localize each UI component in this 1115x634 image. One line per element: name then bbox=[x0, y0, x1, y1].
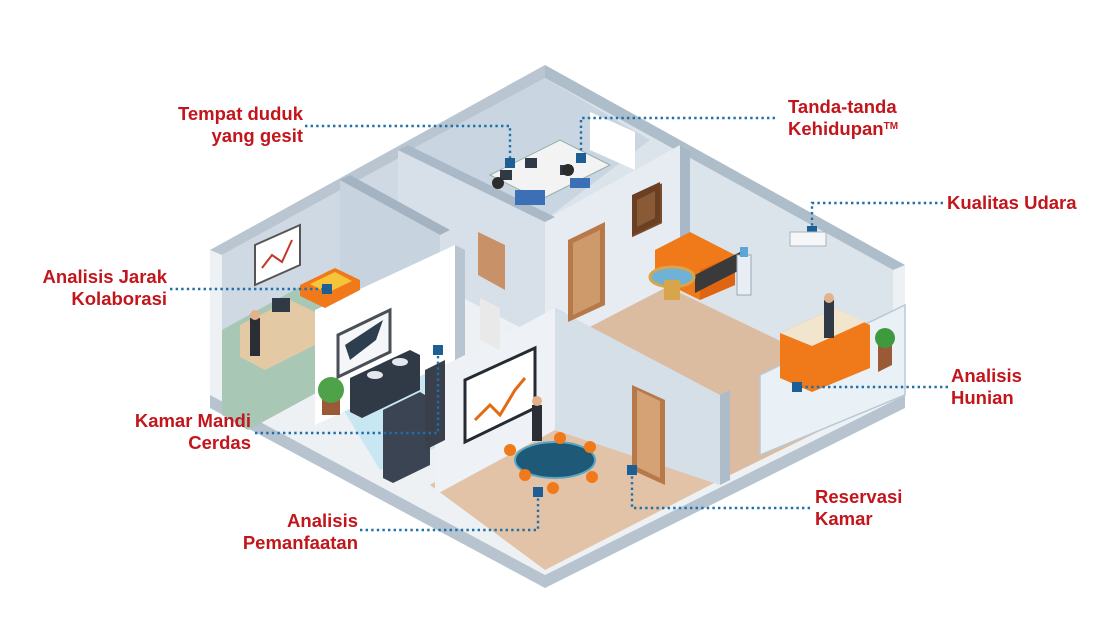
callout-air-quality: Kualitas Udara bbox=[947, 192, 1077, 214]
callout-room-booking: Reservasi Kamar bbox=[815, 486, 902, 530]
callout-vital-signs-line1: Tanda-tanda bbox=[788, 96, 898, 118]
sensor-marker-utilization bbox=[533, 487, 543, 497]
air-conditioner-unit bbox=[790, 232, 826, 246]
callout-room-booking-line2: Kamar bbox=[815, 508, 902, 530]
trademark-mark: TM bbox=[884, 121, 898, 132]
callout-air-quality-line1: Kualitas Udara bbox=[947, 192, 1077, 214]
callout-occupancy-line2: Hunian bbox=[951, 387, 1022, 409]
callout-occupancy-line1: Analisis bbox=[951, 365, 1022, 387]
callout-collab-distance-line2: Kolaborasi bbox=[43, 288, 167, 310]
callout-smart-restroom-line1: Kamar Mandi bbox=[135, 410, 251, 432]
callout-vital-signs: Tanda-tanda KehidupanTM bbox=[788, 96, 898, 140]
callout-agile-seating: Tempat duduk yang gesit bbox=[178, 103, 303, 147]
callout-collab-distance: Analisis Jarak Kolaborasi bbox=[43, 266, 167, 310]
callout-utilization-line2: Pemanfaatan bbox=[243, 532, 358, 554]
callout-smart-restroom: Kamar Mandi Cerdas bbox=[135, 410, 251, 454]
callout-room-booking-line1: Reservasi bbox=[815, 486, 902, 508]
callout-collab-distance-line1: Analisis Jarak bbox=[43, 266, 167, 288]
callout-vital-signs-line2: Kehidupan bbox=[788, 118, 884, 139]
sensor-marker-collab-distance bbox=[322, 284, 332, 294]
callout-occupancy: Analisis Hunian bbox=[951, 365, 1022, 409]
sensor-marker-agile-seating bbox=[505, 158, 515, 168]
sensor-marker-vital-signs bbox=[576, 153, 586, 163]
sensor-marker-room-booking bbox=[627, 465, 637, 475]
callout-smart-restroom-line2: Cerdas bbox=[135, 432, 251, 454]
callout-agile-seating-line1: Tempat duduk bbox=[178, 103, 303, 125]
callout-utilization-line1: Analisis bbox=[243, 510, 358, 532]
callout-utilization: Analisis Pemanfaatan bbox=[243, 510, 358, 554]
sensor-marker-smart-restroom bbox=[433, 345, 443, 355]
sensor-marker-occupancy bbox=[792, 382, 802, 392]
callout-agile-seating-line2: yang gesit bbox=[178, 125, 303, 147]
